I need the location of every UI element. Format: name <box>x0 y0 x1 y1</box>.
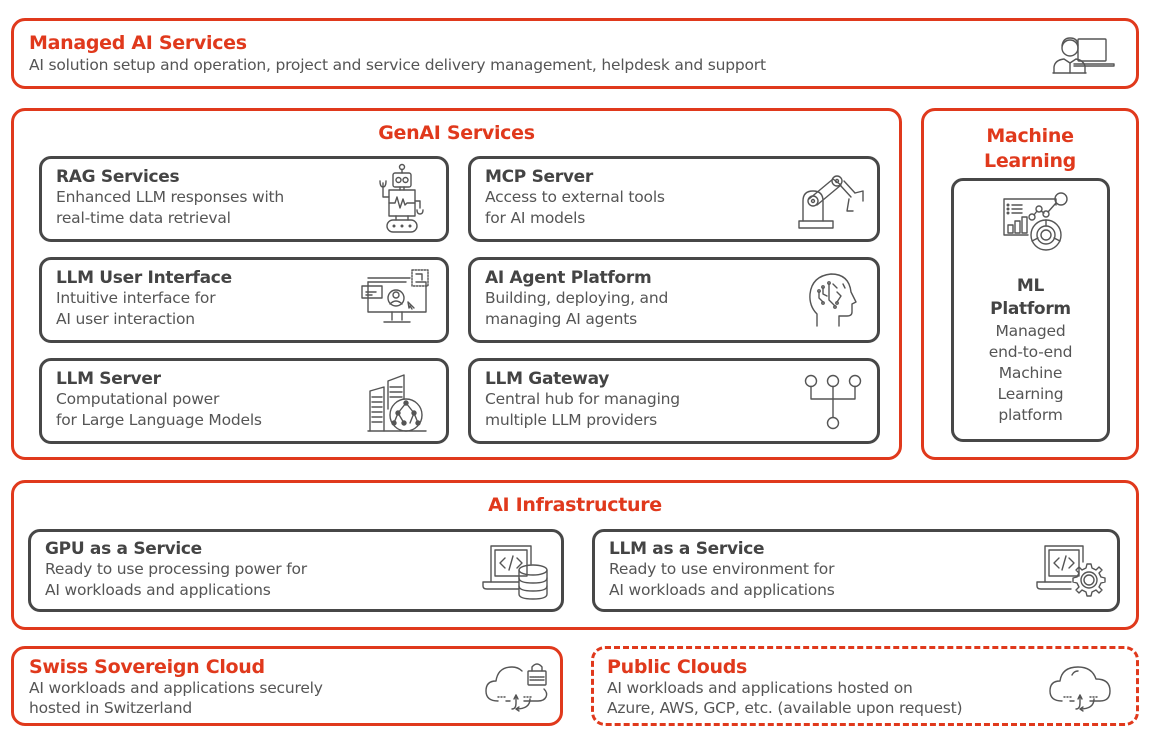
ai-agent-platform-card[interactable]: AI Agent Platform Building, deploying, a… <box>468 257 880 343</box>
rag-services-card[interactable]: RAG Services Enhanced LLM responses with… <box>39 156 449 242</box>
cloud-desc-line: AI workloads and applications securely <box>29 679 323 697</box>
card-desc-line: AI workloads and applications <box>609 581 835 599</box>
card-desc-line: Ready to use processing power for <box>45 560 307 578</box>
llm-as-a-service-card[interactable]: LLM as a Service Ready to use environmen… <box>592 529 1120 612</box>
managed-ai-services-title: Managed AI Services <box>29 32 247 54</box>
ml-platform-desc-line: platform <box>998 406 1063 424</box>
card-desc-line: for AI models <box>485 209 586 227</box>
ml-platform-title-line: ML <box>1016 276 1045 296</box>
card-desc-line: Building, deploying, and <box>485 289 669 307</box>
ml-platform-desc-line: Managed <box>995 322 1066 340</box>
card-desc-line: Computational power <box>56 390 220 408</box>
ai-infrastructure-title: AI Infrastructure <box>488 494 662 516</box>
brain-head-icon <box>807 270 859 330</box>
ml-platform-desc-line: Learning <box>997 385 1064 403</box>
monitor-user-icon <box>360 268 432 330</box>
building-network-icon <box>364 369 430 433</box>
support-person-laptop-icon <box>1048 33 1118 77</box>
cloud-desc-line: AI workloads and applications hosted on <box>607 679 913 697</box>
managed-ai-services-panel: Managed AI Services AI solution setup an… <box>11 18 1139 89</box>
gpu-as-a-service-card[interactable]: GPU as a Service Ready to use processing… <box>28 529 564 612</box>
robotic-arm-icon <box>791 171 866 231</box>
swiss-sovereign-cloud-title: Swiss Sovereign Cloud <box>29 656 265 678</box>
ml-platform-desc-line: end-to-end <box>988 343 1073 361</box>
card-desc-line: for Large Language Models <box>56 411 262 429</box>
public-clouds-title: Public Clouds <box>607 656 748 678</box>
gateway-hub-icon <box>801 371 865 433</box>
analytics-dashboard-icon <box>998 191 1070 253</box>
card-title: LLM as a Service <box>609 539 765 559</box>
mcp-server-card[interactable]: MCP Server Access to external tools for … <box>468 156 880 242</box>
ai-infrastructure-panel: AI Infrastructure GPU as a Service Ready… <box>11 480 1139 630</box>
ml-platform-card[interactable]: ML Platform Managed end-to-end Machine L… <box>951 178 1110 442</box>
ml-platform-desc-line: Machine <box>998 364 1063 382</box>
laptop-gear-icon <box>1035 542 1107 602</box>
card-title: LLM Server <box>56 369 161 389</box>
card-title: LLM Gateway <box>485 369 610 389</box>
card-desc-line: managing AI agents <box>485 310 638 328</box>
card-desc-line: Intuitive interface for <box>56 289 216 307</box>
card-title: RAG Services <box>56 167 180 187</box>
llm-server-card[interactable]: LLM Server Computational power for Large… <box>39 358 449 444</box>
llm-user-interface-card[interactable]: LLM User Interface Intuitive interface f… <box>39 257 449 343</box>
llm-gateway-card[interactable]: LLM Gateway Central hub for managing mul… <box>468 358 880 444</box>
machine-learning-panel: Machine Learning ML Platform Managed end… <box>921 108 1139 460</box>
card-desc-line: real-time data retrieval <box>56 209 231 227</box>
managed-ai-services-desc: AI solution setup and operation, project… <box>29 56 766 74</box>
card-desc-line: AI user interaction <box>56 310 195 328</box>
machine-learning-title-line: Learning <box>984 150 1076 172</box>
card-desc-line: multiple LLM providers <box>485 411 658 429</box>
swiss-sovereign-cloud-panel[interactable]: Swiss Sovereign Cloud AI workloads and a… <box>11 646 563 726</box>
card-desc-line: Access to external tools <box>485 188 665 206</box>
machine-learning-title-line: Machine <box>986 125 1074 147</box>
card-desc-line: Enhanced LLM responses with <box>56 188 285 206</box>
genai-services-title: GenAI Services <box>378 122 535 144</box>
card-desc-line: AI workloads and applications <box>45 581 271 599</box>
ml-platform-text: ML Platform Managed end-to-end Machine L… <box>954 275 1107 426</box>
card-desc-line: Central hub for managing <box>485 390 680 408</box>
robot-icon <box>372 163 432 235</box>
machine-learning-title: Machine Learning <box>924 124 1136 174</box>
cloud-desc-line: hosted in Switzerland <box>29 699 193 717</box>
genai-services-panel: GenAI Services RAG Services Enhanced LLM… <box>11 108 902 460</box>
cloud-sync-icon <box>1046 661 1116 717</box>
public-clouds-panel[interactable]: Public Clouds AI workloads and applicati… <box>591 646 1139 726</box>
card-title: AI Agent Platform <box>485 268 652 288</box>
card-title: GPU as a Service <box>45 539 202 559</box>
laptop-database-icon <box>481 542 551 602</box>
cloud-lock-icon <box>484 659 550 717</box>
cloud-desc-line: Azure, AWS, GCP, etc. (available upon re… <box>607 699 963 717</box>
card-desc-line: Ready to use environment for <box>609 560 835 578</box>
ml-platform-title-line: Platform <box>990 299 1071 319</box>
card-title: MCP Server <box>485 167 593 187</box>
card-title: LLM User Interface <box>56 268 232 288</box>
